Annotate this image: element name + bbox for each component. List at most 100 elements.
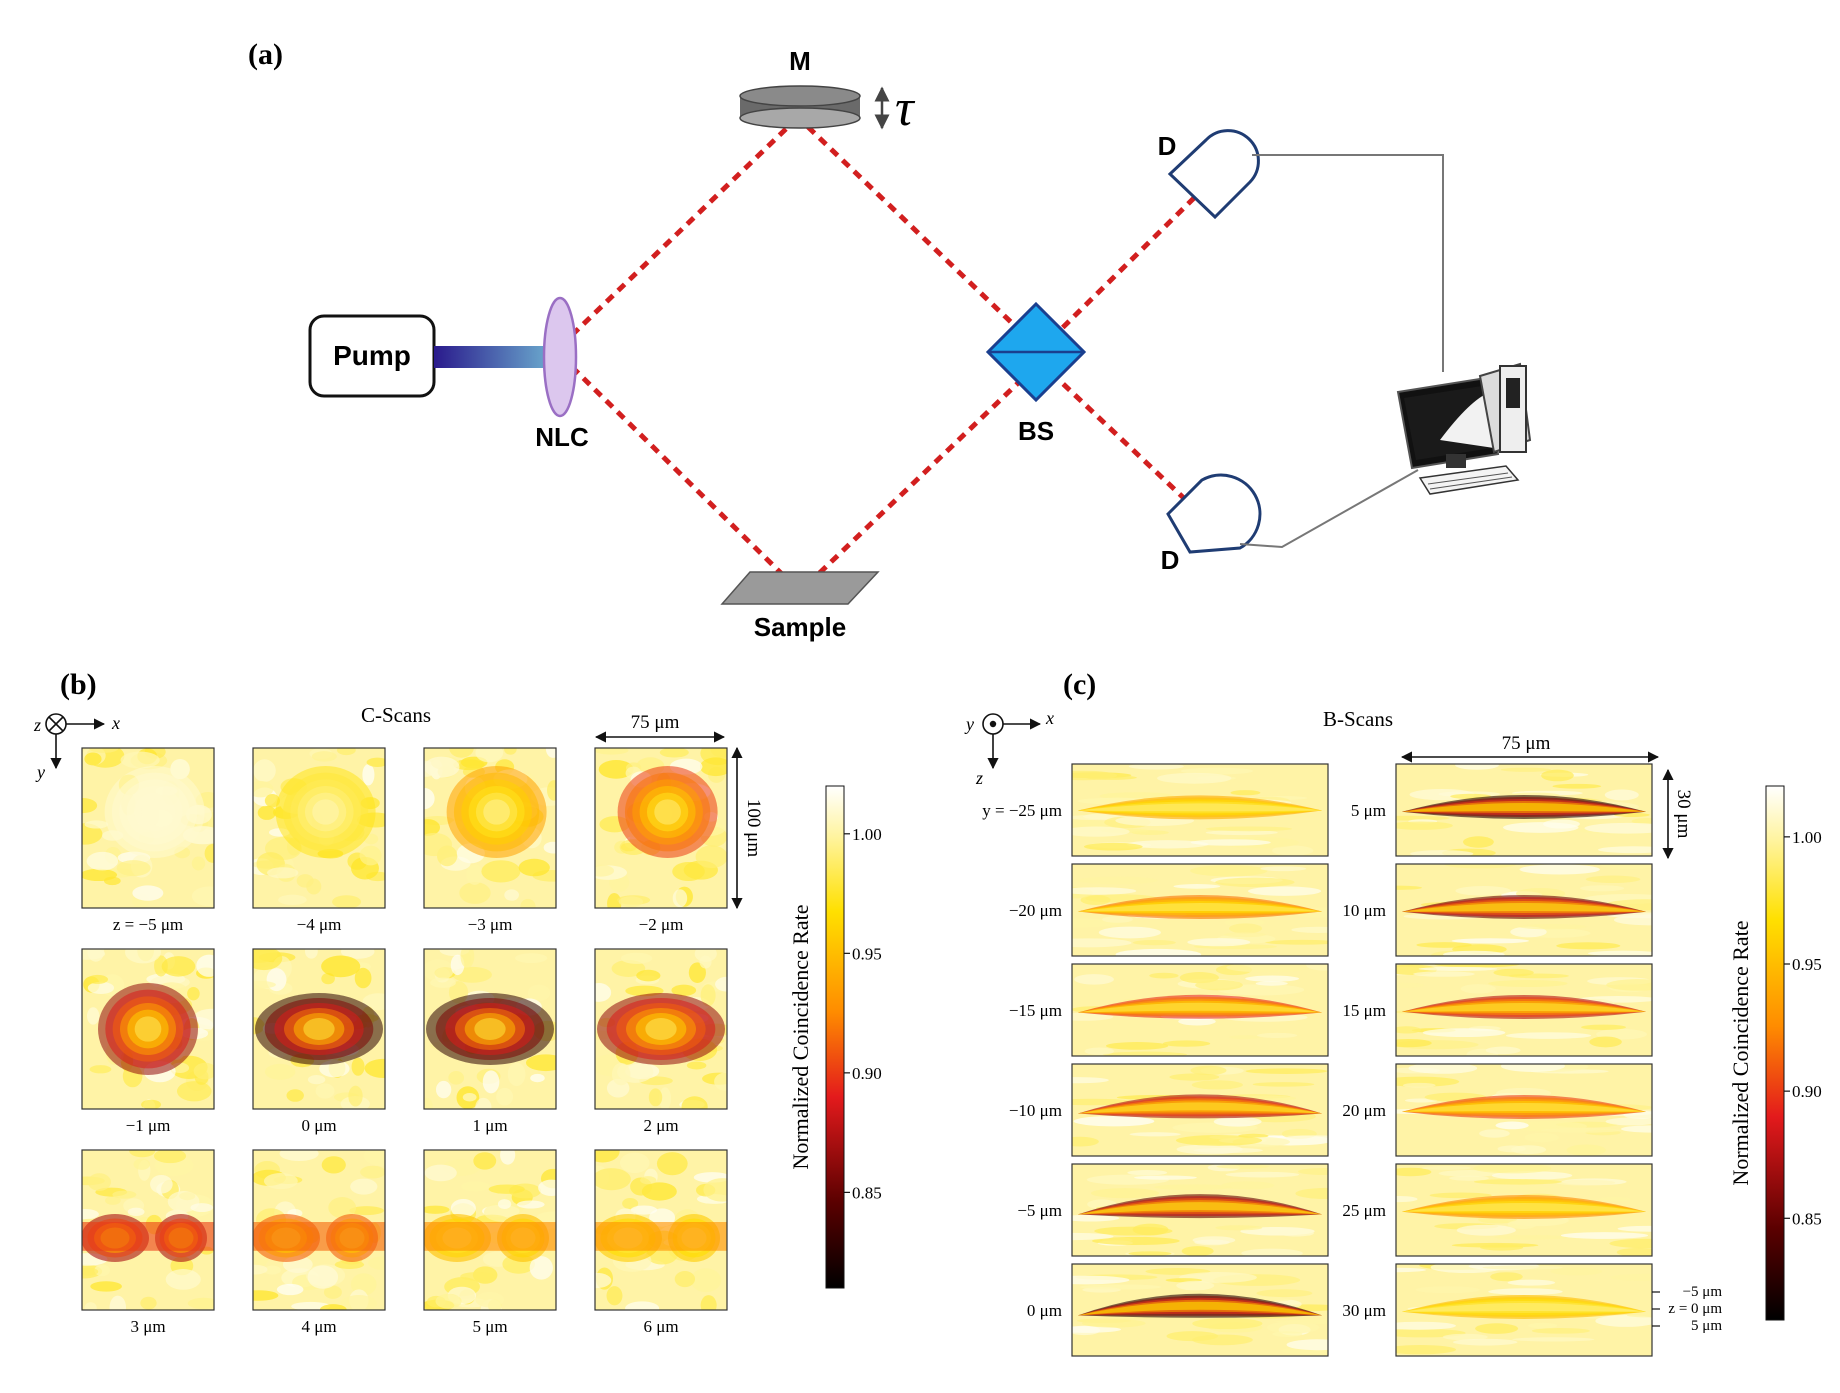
detector-top-label: D [1158, 131, 1177, 161]
c-scan-tile-label: −2 μm [639, 915, 684, 934]
colorbar-tick-label: 1.00 [1792, 828, 1822, 847]
b-scan-tile-label: −20 μm [1009, 901, 1062, 920]
delay-symbol: τ [895, 80, 916, 137]
c-scan-tile-label: 6 μm [643, 1317, 678, 1336]
panel-c: (c) B-Scans y x z 75 μm 30 μm y = −25 μm… [964, 668, 1822, 1357]
b-scan-tile-label: 15 μm [1342, 1001, 1386, 1020]
nlc-lens [542, 296, 578, 418]
b-scan-tile-label: −10 μm [1009, 1101, 1062, 1120]
detector-bottom-dome [1166, 473, 1262, 554]
b-scan-tile: 30 μm [1342, 1263, 1653, 1357]
b-scan-tile: −10 μm [1009, 1063, 1329, 1157]
pump-label: Pump [333, 340, 411, 371]
b-scan-colorbar-ticks: 1.000.950.900.85 [1784, 828, 1822, 1228]
b-scan-tile-label: 10 μm [1342, 901, 1386, 920]
b-scan-tile: 0 μm [1027, 1263, 1329, 1357]
z-mark-plus5: 5 μm [1691, 1318, 1722, 1334]
colorbar-tick-label: 0.90 [852, 1064, 882, 1083]
c-scan-tile: 0 μm [252, 948, 386, 1135]
b-scan-tile-label: 0 μm [1027, 1301, 1062, 1320]
detector-top-shape [1167, 129, 1260, 220]
c-scan-tile: 2 μm [594, 948, 728, 1135]
b-scan-tile-label: −5 μm [1017, 1201, 1062, 1220]
c-scan-colorbar-ticks: 1.000.950.900.85 [844, 825, 882, 1202]
pump: Pump [308, 314, 558, 398]
b-scan-tile: 10 μm [1342, 863, 1653, 957]
mirror-top-face [739, 85, 861, 107]
panel-a-label: (a) [248, 38, 283, 71]
b-scan-tile-label: 30 μm [1342, 1301, 1386, 1320]
b-scan-axes: y x z [964, 708, 1054, 788]
c-scan-tile-label: 2 μm [643, 1116, 678, 1135]
b-scan-tile: −15 μm [1009, 963, 1329, 1057]
b-scan-height-label: 30 μm [1673, 790, 1694, 839]
c-scan-colorbar-bar [825, 785, 845, 1289]
colorbar-tick-label: 0.85 [852, 1183, 882, 1202]
b-scan-colorbar-label: Normalized Coincidence Rate [1728, 920, 1753, 1185]
b-scans-title: B-Scans [1323, 707, 1393, 731]
c-scan-tile-label: 1 μm [472, 1116, 507, 1135]
b-scan-grid: y = −25 μm−20 μm−15 μm−10 μm−5 μm0 μm5 μ… [982, 763, 1653, 1357]
c-scan-colorbar: 1.000.950.900.85 Normalized Coincidence … [788, 785, 882, 1289]
computer-icon [1396, 362, 1532, 495]
axis-into-label: z [33, 715, 41, 735]
beam-nlc-to-mirror [570, 125, 790, 337]
c-scan-axes: z x y [33, 713, 120, 782]
detector-wires [1239, 154, 1444, 549]
b-scan-tile: 15 μm [1342, 963, 1653, 1057]
beam-paths [570, 125, 1198, 586]
nlc-label: NLC [535, 422, 589, 452]
b-scan-tile: 5 μm [1351, 763, 1653, 857]
b-scan-tile: 25 μm [1342, 1163, 1653, 1257]
b-scan-width-label: 75 μm [1502, 733, 1551, 754]
b-scan-tile-label: 20 μm [1342, 1101, 1386, 1120]
c-scan-width-label: 75 μm [631, 712, 680, 733]
mirror-label: M [789, 46, 811, 76]
z-mark-minus5: −5 μm [1683, 1284, 1723, 1300]
b-scan-tile-label: 5 μm [1351, 801, 1386, 820]
c-scan-height-label: 100 μm [743, 799, 764, 857]
c-scan-tile: −1 μm [81, 948, 215, 1135]
colorbar-tick-label: 1.00 [852, 825, 882, 844]
c-scan-tile-label: z = −5 μm [113, 915, 183, 934]
beam-nlc-to-sample [570, 365, 794, 586]
wire-top [1252, 154, 1444, 372]
beam-bs-to-detector-bottom [1038, 360, 1192, 506]
panel-c-label: (c) [1063, 668, 1096, 701]
c-scan-tile: −4 μm [252, 747, 386, 934]
c-scan-scale-bars: 75 μm 100 μm [594, 712, 764, 910]
c-scan-colorbar-label: Normalized Coincidence Rate [788, 904, 813, 1169]
c-scan-tile-label: −4 μm [297, 915, 342, 934]
beam-splitter: BS [985, 301, 1087, 446]
colorbar-tick-label: 0.95 [1792, 955, 1822, 974]
pump-beam [434, 346, 558, 368]
axis-z-label: z [975, 768, 983, 788]
axis-x-label-c: x [1045, 708, 1054, 728]
c-scan-tile-label: 5 μm [472, 1317, 507, 1336]
c-scan-tile: 1 μm [423, 948, 557, 1135]
c-scan-tile-label: −3 μm [468, 915, 513, 934]
sample-label: Sample [754, 612, 847, 642]
c-scan-grid: z = −5 μm −4 μm −3 μm −2 μm −1 μm 0 μm 1 μm 2 μ… [81, 747, 728, 1336]
panel-b: (b) C-Scans z x y 75 μm 100 μm z = −5 μm… [33, 668, 882, 1336]
detector-bottom: D [1161, 473, 1262, 575]
b-scan-scale-bars: 75 μm 30 μm [1400, 733, 1694, 860]
b-scan-tile-label: 25 μm [1342, 1201, 1386, 1220]
c-scan-tile: −2 μm [594, 747, 728, 934]
c-scan-tile-label: 3 μm [130, 1317, 165, 1336]
b-scan-z-marks: −5 μm z = 0 μm 5 μm [1652, 1284, 1722, 1334]
b-scan-tile: −20 μm [1009, 863, 1329, 957]
sample-slab [720, 571, 880, 605]
nlc-crystal: NLC [535, 296, 589, 452]
c-scan-tile-label: 4 μm [301, 1317, 336, 1336]
panel-b-label: (b) [60, 668, 97, 701]
b-scan-tile: −5 μm [1017, 1163, 1329, 1257]
axis-out-label: y [964, 714, 974, 734]
c-scan-tile: z = −5 μm [81, 747, 215, 934]
beam-sample-to-bs [806, 360, 1042, 586]
sample: Sample [720, 571, 880, 642]
b-scan-tile: 20 μm [1342, 1063, 1653, 1157]
beam-bs-to-detector-top [1038, 194, 1198, 352]
b-scan-tile-label: −15 μm [1009, 1001, 1062, 1020]
